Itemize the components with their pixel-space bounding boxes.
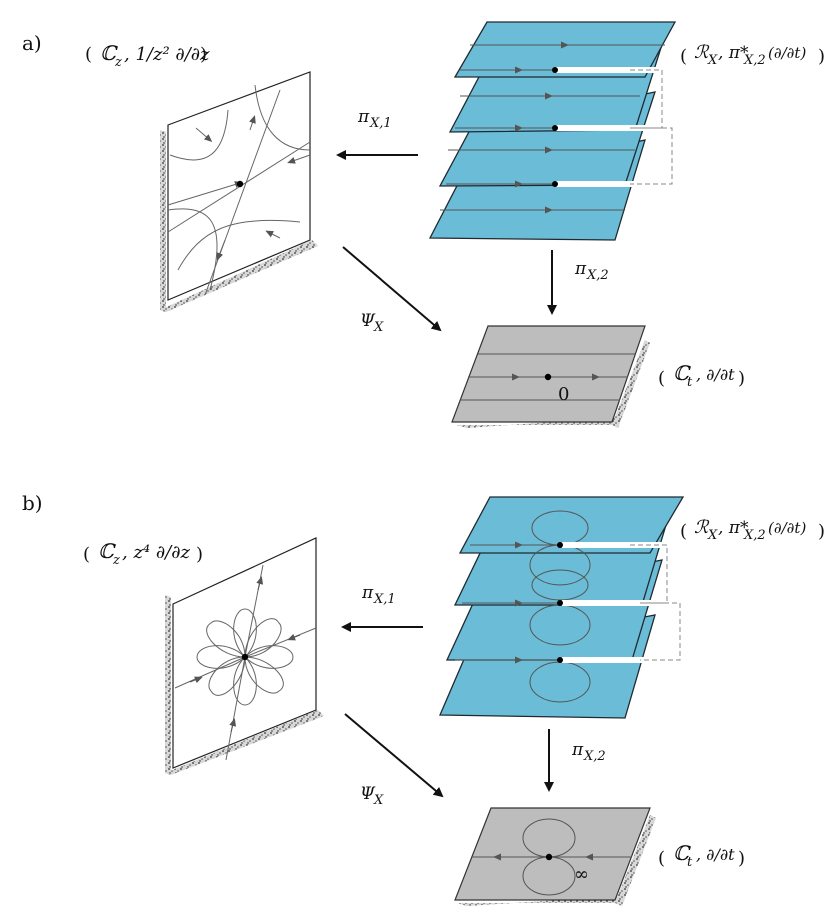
- svg-text:X,2: X,2: [743, 528, 766, 543]
- panel-b: b): [22, 491, 825, 906]
- svg-text:X: X: [373, 320, 384, 335]
- arrow-pi-x2-label-b: π X,2: [571, 740, 606, 764]
- riemann-surface-a: [428, 21, 677, 241]
- svg-text:π: π: [574, 259, 587, 279]
- svg-text:): ): [200, 44, 207, 65]
- svg-text:, π*: , π*: [718, 43, 749, 63]
- arrow-psi-a: [342, 246, 442, 332]
- svg-text:z: z: [112, 553, 120, 568]
- svg-text:π: π: [357, 107, 370, 127]
- svg-text:): ): [738, 368, 745, 389]
- svg-text:ℛ: ℛ: [694, 42, 710, 63]
- svg-text:∞: ∞: [574, 864, 589, 885]
- svg-text:, ∂/∂t: , ∂/∂t: [696, 845, 735, 864]
- svg-text:ℂ: ℂ: [673, 841, 691, 865]
- critical-point: [236, 180, 244, 188]
- right-space-label-b: ( ℛ X , π* X,2 (∂/∂t) ): [680, 517, 825, 543]
- z-plane-a: [160, 71, 318, 312]
- svg-text:): ): [738, 848, 745, 869]
- svg-text:, π*: , π*: [718, 518, 749, 538]
- svg-text:X,1: X,1: [373, 592, 396, 607]
- left-space-label-a: ( ℂ z , 1/z² ∂/∂z ): [85, 41, 210, 70]
- svg-text:(∂/∂t): (∂/∂t): [768, 519, 806, 537]
- svg-text:X,2: X,2: [743, 53, 766, 68]
- arrow-psi-b: [344, 713, 444, 798]
- svg-text:π: π: [571, 740, 584, 760]
- svg-text:ℂ: ℂ: [100, 41, 118, 65]
- t-plane-a: 0: [451, 325, 650, 428]
- svg-text:Ψ: Ψ: [360, 784, 376, 804]
- svg-text:, z⁴ ∂/∂z: , z⁴ ∂/∂z: [122, 542, 191, 563]
- arrow-pi-x1-label-b: π X,1: [361, 583, 396, 607]
- svg-text:π: π: [361, 583, 374, 603]
- right-space-label-a: ( ℛ X , π* X,2 (∂/∂t) ): [680, 42, 825, 68]
- svg-text:X: X: [707, 528, 718, 543]
- left-space-label-b: ( ℂ z , z⁴ ∂/∂z ): [83, 539, 203, 568]
- svg-text:t: t: [687, 855, 693, 870]
- svg-text:ℛ: ℛ: [694, 517, 710, 538]
- bottom-space-label-b: ( ℂ t , ∂/∂t ): [658, 841, 745, 870]
- svg-text:ℂ: ℂ: [673, 361, 691, 385]
- svg-text:Ψ: Ψ: [360, 311, 376, 331]
- svg-text:): ): [818, 521, 825, 542]
- bottom-space-label-a: ( ℂ t , ∂/∂t ): [658, 361, 745, 390]
- svg-text:, ∂/∂t: , ∂/∂t: [696, 365, 735, 384]
- svg-text:X,2: X,2: [583, 749, 606, 764]
- t-plane-b: ∞: [454, 807, 656, 906]
- svg-text:(: (: [680, 521, 687, 542]
- svg-text:(: (: [85, 44, 92, 65]
- arrow-psi-label-b: Ψ X: [360, 784, 384, 808]
- svg-text:X: X: [373, 793, 384, 808]
- svg-text:(: (: [83, 544, 90, 565]
- svg-text:ℂ: ℂ: [98, 539, 116, 563]
- svg-text:0: 0: [558, 384, 569, 405]
- svg-text:): ): [196, 544, 203, 565]
- svg-text:X,2: X,2: [586, 268, 609, 283]
- svg-text:, 1/z² ∂/∂z: , 1/z² ∂/∂z: [124, 44, 210, 65]
- panel-a-label: a): [22, 31, 42, 55]
- flow-line: [204, 89, 281, 296]
- arrow-pi-x1-label-a: π X,1: [357, 107, 392, 131]
- svg-text:X: X: [707, 53, 718, 68]
- svg-text:X,1: X,1: [369, 116, 392, 131]
- svg-text:(: (: [658, 848, 665, 869]
- riemann-surface-b: [439, 496, 685, 719]
- z-plane-b: [165, 537, 324, 775]
- svg-text:(: (: [680, 46, 687, 67]
- panel-a: a) ( ℂ z , 1/z² ∂/∂z ): [22, 21, 825, 428]
- svg-text:(: (: [658, 368, 665, 389]
- arrow-psi-label-a: Ψ X: [360, 311, 384, 335]
- svg-text:z: z: [114, 55, 122, 70]
- panel-b-label: b): [22, 491, 43, 515]
- svg-text:t: t: [687, 375, 693, 390]
- svg-text:(∂/∂t): (∂/∂t): [768, 44, 806, 62]
- arrow-pi-x2-label-a: π X,2: [574, 259, 609, 283]
- svg-text:): ): [818, 46, 825, 67]
